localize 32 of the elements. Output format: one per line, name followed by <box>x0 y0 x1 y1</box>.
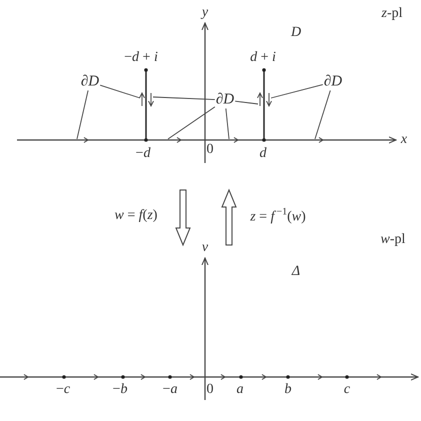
domain-label: D <box>290 26 302 40</box>
leader-line <box>314 90 331 140</box>
point-label: d + i <box>250 51 276 65</box>
leader-line <box>152 96 216 100</box>
boundary-label: ∂D <box>324 74 342 90</box>
axis-label: x <box>400 133 408 147</box>
leader-line <box>225 108 230 140</box>
point-label: −d + i <box>124 51 158 65</box>
tick-label: −b <box>112 383 128 397</box>
mapping-label: w = f(z) <box>114 209 158 223</box>
tick-label: 0 <box>206 143 214 157</box>
leader-line <box>270 84 324 98</box>
tick-label: −a <box>162 383 178 397</box>
plane-label: z-pl <box>382 7 402 21</box>
tick-label: −d <box>136 147 150 161</box>
plane-label: w-pl <box>380 233 406 247</box>
leader-line <box>76 90 88 140</box>
mapping-label: z = f$^{−1}$(w) <box>250 208 306 224</box>
boundary-label: ∂D <box>80 74 100 90</box>
leader-line <box>100 84 140 98</box>
tick-label: b <box>284 383 292 397</box>
domain-label: Δ <box>292 265 300 279</box>
tick-label: 0 <box>206 383 214 397</box>
boundary-label: ∂D <box>216 92 234 108</box>
tick-label: d <box>260 147 266 161</box>
tick-label: a <box>236 383 244 397</box>
axis-label: v <box>202 241 208 255</box>
axis-label: y <box>202 6 208 20</box>
tick-label: c <box>344 383 350 397</box>
leader-line <box>234 100 258 104</box>
leader-line <box>168 106 216 140</box>
tick-label: −c <box>56 383 70 397</box>
